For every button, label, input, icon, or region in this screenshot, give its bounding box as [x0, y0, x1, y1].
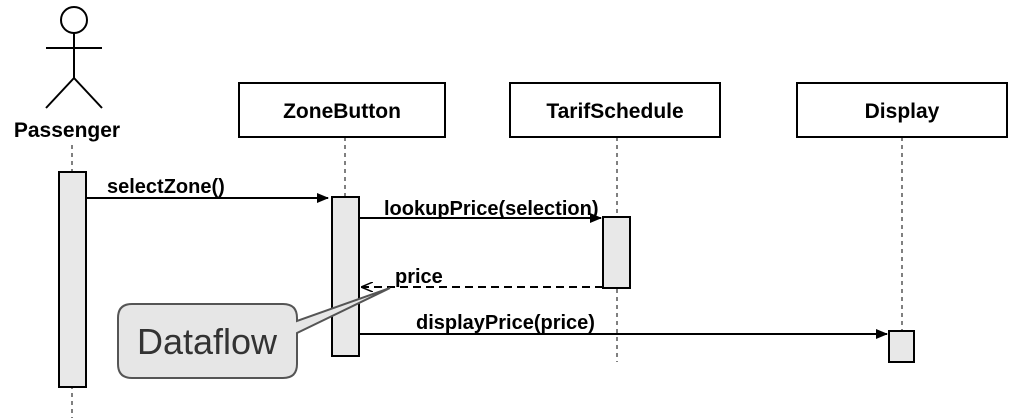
object-display: Display	[796, 82, 1008, 138]
callout-bubble	[117, 287, 391, 379]
message-label: price	[395, 266, 443, 288]
object-tarifschedule: TarifSchedule	[509, 82, 721, 138]
actor-left-leg	[45, 77, 75, 109]
activations	[58, 171, 915, 388]
object-box	[509, 82, 721, 138]
message-selectzone: selectZone()	[86, 176, 329, 203]
activation-passenger	[58, 171, 87, 388]
message-displayprice: displayPrice(price)	[359, 312, 888, 339]
object-label: ZoneButton	[283, 100, 401, 123]
message-lookupprice: lookupPrice(selection)	[359, 198, 602, 223]
actor-head	[60, 6, 88, 34]
activation-zonebutton	[331, 196, 360, 357]
callout-label: Dataflow	[137, 321, 278, 362]
object-label: TarifSchedule	[546, 100, 683, 123]
message-label: displayPrice(price)	[416, 312, 595, 334]
object-box	[796, 82, 1008, 138]
message-label: lookupPrice(selection)	[384, 198, 599, 220]
object-label: Display	[865, 100, 940, 123]
message-label: selectZone()	[107, 176, 225, 198]
object-box	[238, 82, 446, 138]
actor-right-leg	[73, 77, 103, 109]
activation-display	[888, 330, 915, 363]
message-price-return: price	[362, 266, 603, 288]
actor-passenger: Passenger	[14, 6, 120, 142]
activation-tarifschedule	[602, 216, 631, 289]
object-zonebutton: ZoneButton	[238, 82, 446, 138]
actor-label: Passenger	[14, 119, 120, 142]
callout-dataflow: Dataflow	[117, 287, 391, 379]
